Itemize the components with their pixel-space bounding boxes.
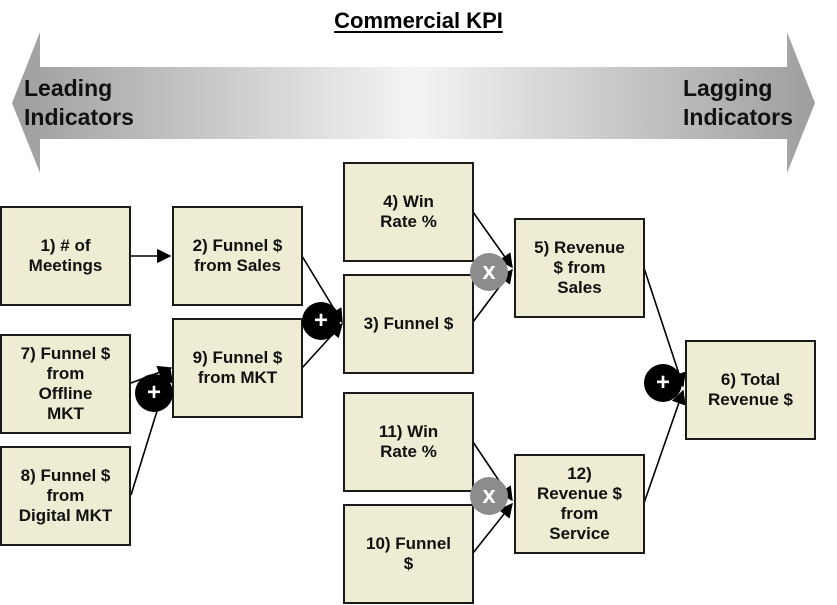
node-funnel-from-sales: 2) Funnel $from Sales: [172, 206, 303, 306]
diagram-title: Commercial KPI: [334, 8, 503, 33]
plus-operator-mkt: +: [135, 374, 173, 412]
times-operator-service: x: [470, 477, 508, 515]
node-funnel-service: 10) Funnel$: [343, 504, 474, 604]
leading-indicators-label: Leading Indicators: [24, 75, 134, 130]
times-operator-sales: x: [470, 253, 508, 291]
node-funnel-from-mkt: 9) Funnel $from MKT: [172, 318, 303, 418]
lagging-indicators-label: Lagging Indicators: [683, 75, 793, 130]
plus-operator-funnel: +: [302, 302, 340, 340]
plus-operator-total: +: [644, 364, 682, 402]
double-headed-arrow: [12, 32, 815, 173]
node-funnel: 3) Funnel $: [343, 274, 474, 374]
